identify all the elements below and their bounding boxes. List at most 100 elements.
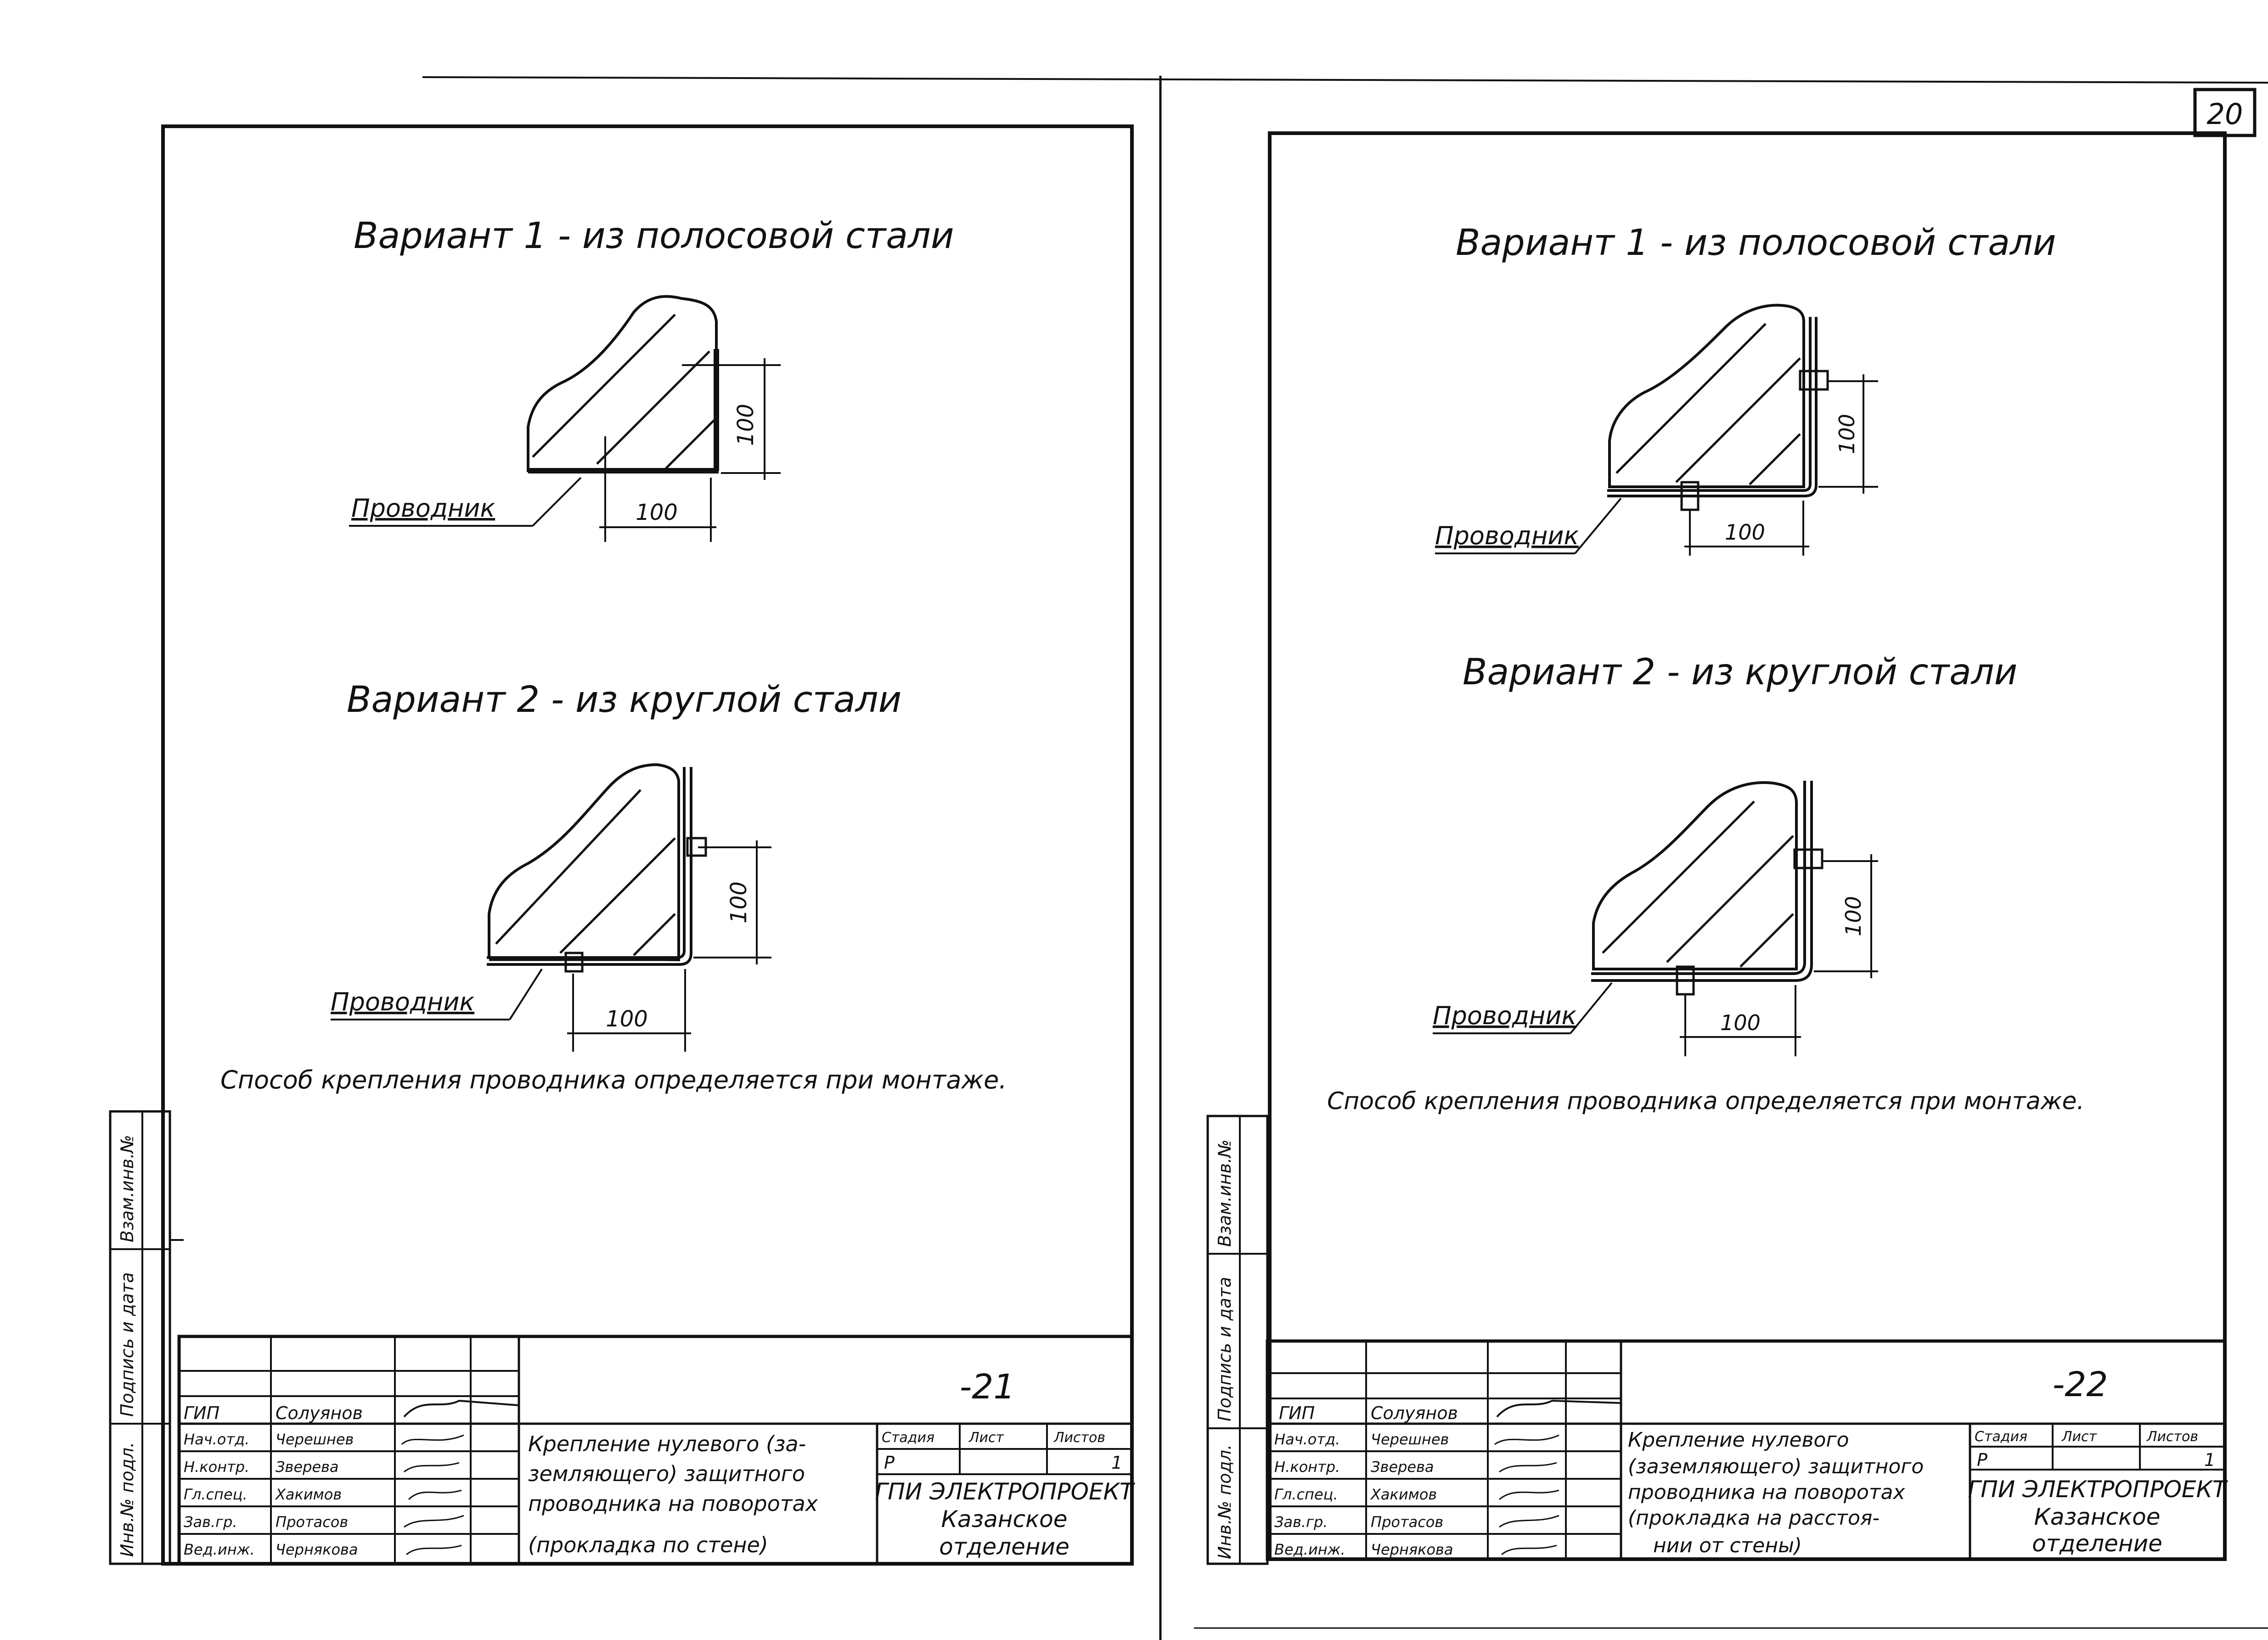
org-line: ГПИ ЭЛЕКТРОПРОЕКТ <box>1968 1476 2228 1503</box>
signer-role: Зав.гр. <box>1274 1513 1328 1531</box>
side-label: Подпись и дата <box>117 1272 137 1417</box>
signature-mark <box>403 1399 519 1418</box>
dim-vertical-value: 100 <box>1835 414 1859 454</box>
drawing-title-line: проводника на поворотах <box>528 1491 818 1516</box>
variant2-title: Вариант 2 - из круглой стали <box>347 679 901 721</box>
variant1-drawing: 100 100 Проводник <box>349 295 781 542</box>
sheet-header: Лист <box>968 1430 1005 1446</box>
signer-name: Чернякова <box>276 1541 358 1558</box>
signature-mark <box>406 1544 462 1555</box>
title-block-frame <box>1266 1339 2227 1561</box>
signature-mark <box>1499 1462 1557 1473</box>
signer-role: Вед.инж. <box>184 1541 255 1558</box>
drawing-title-line: Крепление нулевого (за- <box>528 1431 806 1456</box>
side-label: Взам.инв.№ <box>117 1135 137 1242</box>
signer-name: Хакимов <box>1370 1486 1437 1503</box>
dim-horizontal-value: 100 <box>606 1006 648 1032</box>
drawing-title-line: земляющего) защитного <box>528 1461 805 1486</box>
round-conductor <box>1591 781 1813 982</box>
signature-mark <box>401 1434 464 1445</box>
signer-name: Зверева <box>1371 1458 1434 1476</box>
leader-line <box>1574 497 1622 554</box>
hatch-line <box>532 314 676 458</box>
drawing-title-line: Крепление нулевого <box>1628 1428 1849 1452</box>
signer-role: Гл.спец. <box>1274 1486 1338 1503</box>
dim-vertical-value: 100 <box>1841 896 1866 936</box>
hatch-line <box>1739 913 1794 968</box>
signer-role: Нач.отд. <box>184 1431 249 1448</box>
hatch-line <box>633 913 676 956</box>
side-strip-frame <box>109 1110 171 1565</box>
conductor-label: Проводник <box>1435 521 1579 550</box>
signer-name: Чернякова <box>1371 1541 1453 1558</box>
dim-vertical-value: 100 <box>726 881 752 924</box>
wall-corner-outline <box>1608 304 1805 488</box>
variant1-title: Вариант 1 - из полосовой стали <box>354 215 954 257</box>
org-line: ГПИ ЭЛЕКТРОПРОЕКТ <box>875 1478 1135 1505</box>
signer-role: Н.контр. <box>184 1458 249 1476</box>
signer-name: Протасов <box>276 1513 348 1531</box>
drawing-title-line: (прокладка на расстоя- <box>1628 1506 1880 1530</box>
side-label: Подпись и дата <box>1215 1277 1235 1421</box>
page-top-edge <box>422 76 2268 84</box>
side-label: Взам.инв.№ <box>1215 1139 1235 1247</box>
conductor-strip <box>1607 317 1812 492</box>
signer-role: Гл.спец. <box>184 1486 248 1503</box>
hatch-line <box>559 837 676 954</box>
hatch-line <box>1615 323 1767 474</box>
signer-name: Солуянов <box>276 1403 363 1423</box>
signature-mark <box>404 1462 460 1473</box>
side-label: Инв.№ подл. <box>117 1442 137 1557</box>
title-block-frame <box>177 1335 1134 1566</box>
conductor-label: Проводник <box>331 987 475 1016</box>
round-conductor <box>487 767 686 959</box>
signer-name: Зверева <box>276 1458 339 1476</box>
sheets-header: Листов <box>1053 1430 1105 1446</box>
side-strip: Инв.№ подл. Подпись и дата Взам.инв.№ <box>1206 1115 1269 1565</box>
title-block: -22 ГИП Солуянов Нач.отд. Черешнев Н.кон… <box>1266 1339 2228 1561</box>
signature-mark <box>1501 1544 1557 1555</box>
variant2-drawing: 100 100 Проводник <box>331 763 771 1052</box>
dim-horizontal-value: 100 <box>1725 520 1765 545</box>
signer-name: Протасов <box>1371 1513 1443 1531</box>
dim-vertical-value: 100 <box>733 404 759 446</box>
leader-line <box>509 968 543 1020</box>
signature-mark <box>1499 1489 1559 1500</box>
mounting-note: Способ крепления проводника определяется… <box>1327 1088 2084 1115</box>
side-label: Инв.№ подл. <box>1215 1444 1235 1559</box>
round-conductor <box>487 767 692 966</box>
leader-line <box>532 477 582 527</box>
drawing-title-line: (заземляющего) защитного <box>1628 1455 1924 1478</box>
round-conductor <box>1591 781 1806 975</box>
signer-name: Солуянов <box>1371 1403 1458 1423</box>
signer-name: Черешнев <box>1371 1431 1449 1448</box>
signature-mark <box>404 1515 464 1528</box>
signature-mark <box>1494 1434 1559 1445</box>
drawing-title-line: проводника на поворотах <box>1628 1481 1905 1504</box>
hatch-line <box>1666 835 1794 963</box>
wall-corner-outline <box>488 763 680 962</box>
hatch-line <box>1675 357 1801 483</box>
hatch-line <box>1749 433 1801 485</box>
signer-name: Хакимов <box>275 1486 342 1503</box>
hatch-line <box>1602 800 1755 954</box>
clamp-bolt <box>564 952 584 973</box>
signature-mark <box>408 1489 462 1500</box>
drawing-title-line: нии от стены) <box>1653 1534 1802 1557</box>
conductor-strip <box>1607 317 1818 497</box>
sheet-right-frame <box>1268 131 2227 1561</box>
page-number: 20 <box>2207 97 2243 131</box>
sheet-left: Вариант 1 - из полосовой стали 100 100 П… <box>109 124 1135 1566</box>
stage-value: Р <box>884 1453 895 1473</box>
variant2-title: Вариант 2 - из круглой стали <box>1463 652 2017 693</box>
side-strip: Инв.№ подл. Подпись и дата Взам.инв.№ <box>109 1110 184 1565</box>
stage-value: Р <box>1977 1450 1987 1470</box>
signer-role: Зав.гр. <box>184 1513 237 1531</box>
mounting-note: Способ крепления проводника определяется… <box>220 1065 1007 1094</box>
leader-line <box>1570 982 1613 1034</box>
signer-name: Черешнев <box>276 1431 354 1448</box>
variant1-title: Вариант 1 - из полосовой стали <box>1456 222 2056 264</box>
wall-corner-outline <box>1592 781 1798 970</box>
drawing-title-line: (прокладка по стене) <box>528 1533 768 1557</box>
